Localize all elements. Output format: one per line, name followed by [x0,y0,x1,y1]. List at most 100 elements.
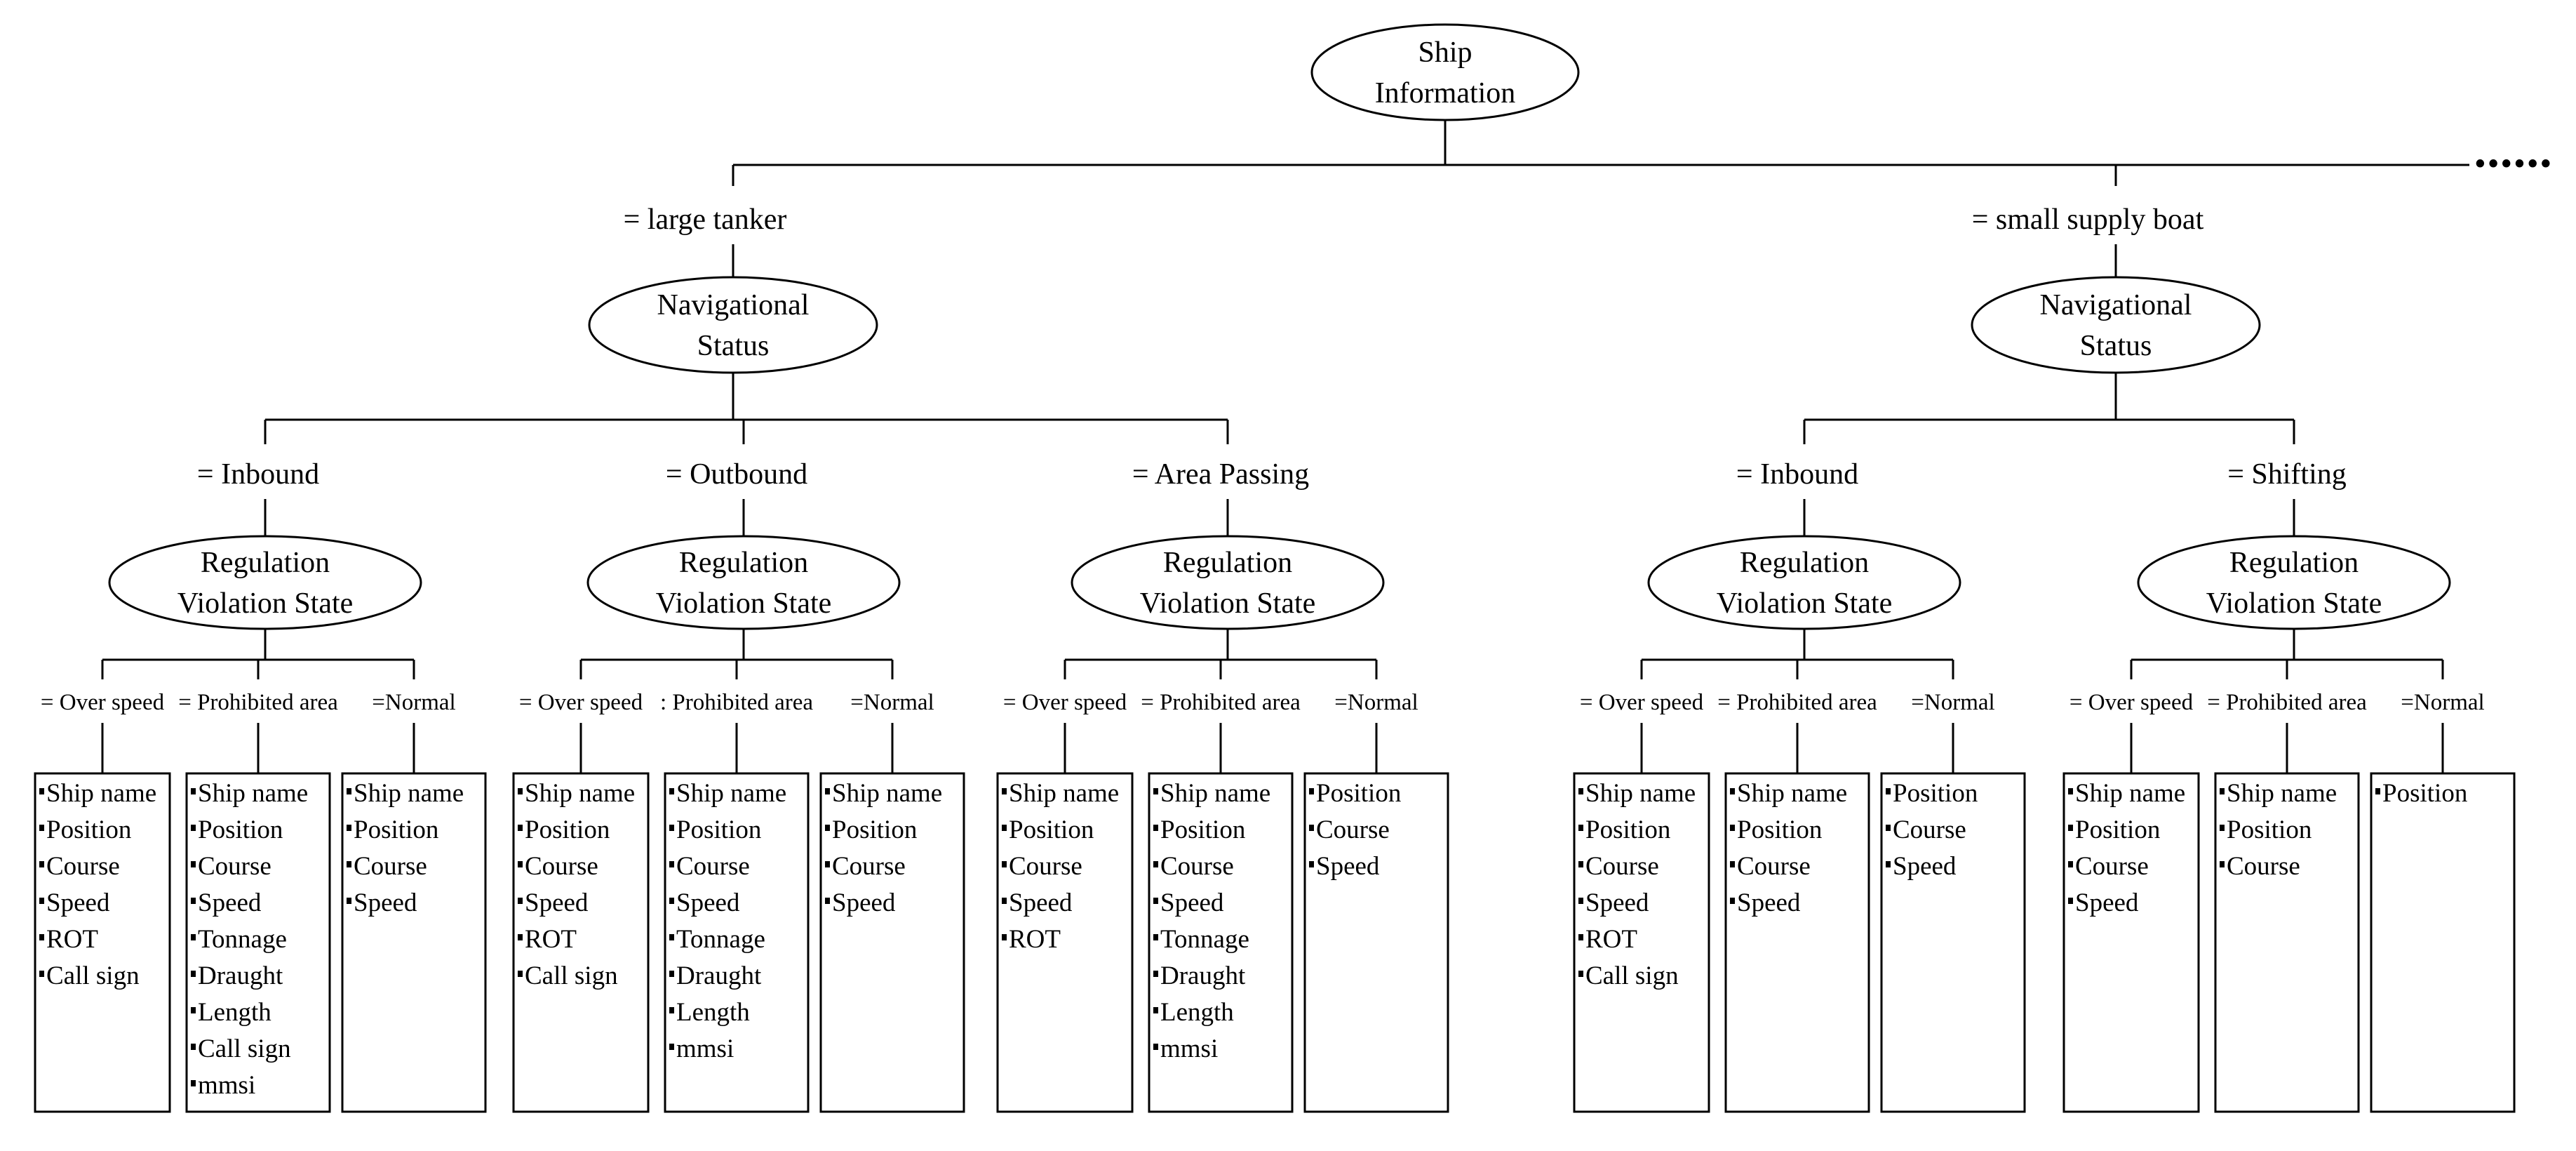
bullet-icon [1578,788,1583,794]
bullet-icon [39,861,44,867]
attribute-item: Speed [525,889,589,917]
attribute-item: Ship name [525,779,635,808]
regulation-violation-node-text: Regulation [201,547,330,579]
bullet-icon [1153,788,1158,794]
bullet-icon [669,971,674,977]
nav-status-label: = Area Passing [1132,458,1309,491]
attribute-box [1148,772,1294,1113]
violation-state-label: = Over speed [1580,690,1704,715]
bullet-icon [1309,861,1314,867]
attribute-item: Call sign [46,962,140,990]
bullet-icon [191,934,196,940]
bullet-icon [669,1044,674,1050]
attribute-item: Course [676,852,750,881]
bullet-icon [2068,788,2073,794]
attribute-box [664,772,810,1113]
violation-state-label: = Prohibited area [1717,690,1877,715]
bullet-icon [191,788,196,794]
bullet-icon [669,1007,674,1013]
violation-state-label: = Over speed [41,690,165,715]
attribute-item: Ship name [1737,779,1847,808]
bullet-icon [518,934,523,940]
attribute-item: Speed [1893,852,1957,881]
attribute-box [2214,772,2360,1113]
attribute-item: mmsi [198,1071,255,1100]
attribute-item: ROT [525,925,577,954]
regulation-violation-node-text: Violation State [177,587,354,620]
attribute-item: Speed [198,889,262,917]
attribute-item: Course [1160,852,1234,881]
attribute-item: Course [2075,852,2149,881]
attribute-item: Position [525,816,610,844]
bullet-icon [1886,825,1891,831]
attribute-item: Ship name [2227,779,2337,808]
attribute-item: Length [1160,998,1234,1027]
attribute-item: Position [832,816,917,844]
violation-state-label: = Over speed [1003,690,1127,715]
bullet-icon [1309,825,1314,831]
bullet-icon [39,934,44,940]
bullet-icon [1578,861,1583,867]
attribute-item: Position [2075,816,2160,844]
bullet-icon [825,861,830,867]
bullet-icon [39,788,44,794]
bullet-icon [1730,788,1735,794]
bullet-icon [1002,934,1007,940]
attribute-item: Position [1737,816,1822,844]
attribute-item: Ship name [354,779,464,808]
bullet-icon [1002,825,1007,831]
regulation-violation-node-text: Violation State [2206,587,2382,620]
attribute-box [341,772,487,1113]
regulation-violation-node-text: Regulation [1163,547,1292,579]
bullet-icon [39,898,44,904]
violation-state-label: =Normal [850,690,934,715]
attribute-item: Course [46,852,120,881]
bullet-icon [39,825,44,831]
bullet-icon [39,971,44,977]
bullet-icon [1153,825,1158,831]
bullet-icon [2375,788,2380,794]
violation-state-label: =Normal [1334,690,1418,715]
violation-state-label: = Over speed [519,690,643,715]
bullet-icon [1578,934,1583,940]
attribute-box [1880,772,2026,1113]
violation-state-label: = Prohibited area [2207,690,2367,715]
violation-state-label: : Prohibited area [660,690,813,715]
bullet-icon [669,934,674,940]
bullet-icon [191,898,196,904]
bullet-icon [191,1044,196,1050]
attribute-item: Ship name [2075,779,2185,808]
bullet-icon [1153,934,1158,940]
attribute-item: mmsi [1160,1034,1218,1063]
bullet-icon [1886,788,1891,794]
attribute-box [819,772,965,1113]
bullet-icon [518,825,523,831]
attribute-box [1303,772,1449,1113]
root-node-ship-information-text: Information [1375,77,1516,109]
bullet-icon [1002,788,1007,794]
attribute-item: Ship name [1009,779,1119,808]
attribute-item: Course [2227,852,2300,881]
violation-state-label: = Prohibited area [178,690,338,715]
attribute-box [1724,772,1870,1113]
violation-state-label: =Normal [2401,690,2484,715]
attribute-item: Ship name [832,779,942,808]
attribute-item: ROT [1009,925,1061,954]
bullet-icon [825,788,830,794]
bullet-icon [825,825,830,831]
attribute-item: Position [1585,816,1670,844]
attribute-item: Speed [1737,889,1801,917]
attribute-item: Position [2227,816,2312,844]
attribute-item: ROT [1585,925,1637,954]
bullet-icon [669,788,674,794]
bullet-icon [1153,898,1158,904]
bullet-icon [191,825,196,831]
attribute-item: Ship name [1160,779,1270,808]
bullet-icon [669,898,674,904]
bullet-icon [518,861,523,867]
bullet-icon [2068,898,2073,904]
